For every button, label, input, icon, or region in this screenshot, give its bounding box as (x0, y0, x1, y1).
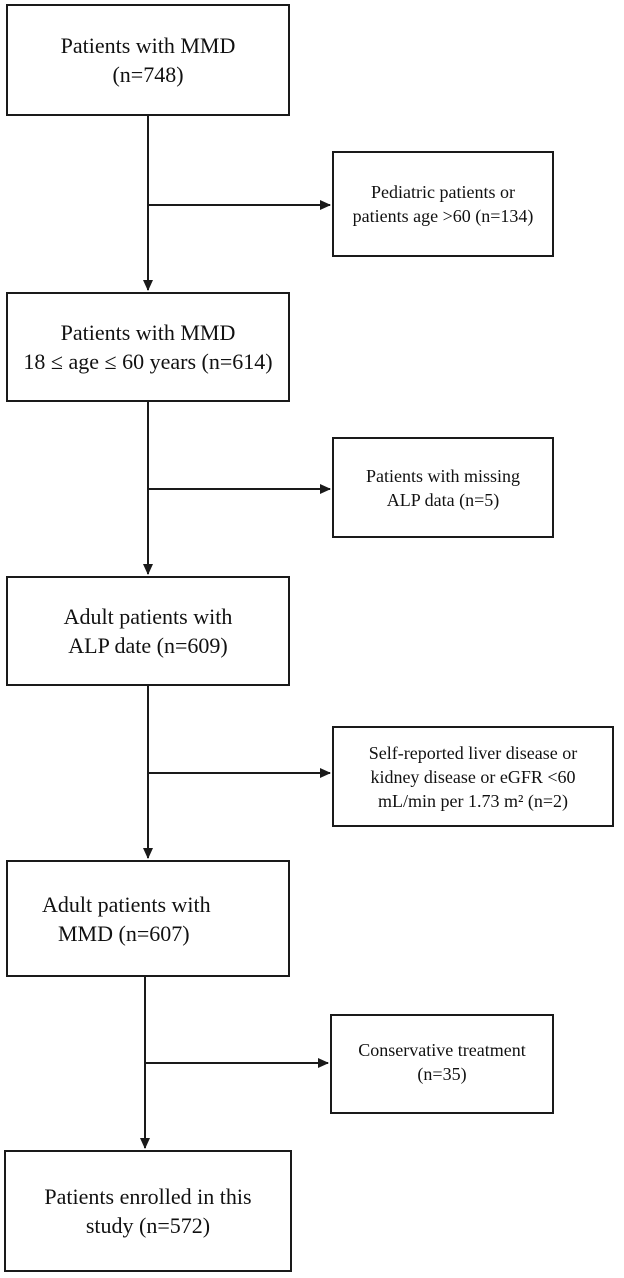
box-text-line: Patients with MMD (60, 320, 236, 345)
box-text-line: ALP data (n=5) (386, 489, 500, 510)
box-text-line: study (n=572) (85, 1213, 211, 1238)
box-text-line: 18 ≤ age ≤ 60 years (n=614) (23, 349, 273, 374)
exclusion-box-age: Pediatric patients or patients age >60 (… (332, 151, 554, 257)
main-box-age-filtered: Patients with MMD 18 ≤ age ≤ 60 years (n… (6, 292, 290, 402)
main-box-alp-data: Adult patients with ALP date (n=609) (6, 576, 290, 686)
exclusion-box-missing-alp: Patients with missing ALP data (n=5) (332, 437, 554, 538)
box-text-line: Pediatric patients or (371, 182, 515, 202)
box-text-line: (n=748) (112, 62, 184, 87)
box-text-line: kidney disease or eGFR <60 (370, 766, 576, 787)
exclusion-box-conservative: Conservative treatment (n=35) (330, 1014, 554, 1114)
exclusion-box-liver-kidney: Self-reported liver disease or kidney di… (332, 726, 614, 827)
box-text-line: mL/min per 1.73 m² (n=2) (377, 790, 569, 811)
box-text-line: Self-reported liver disease or (368, 742, 578, 763)
box-text-line: (n=35) (417, 1064, 467, 1084)
box-text-line: Conservative treatment (358, 1040, 526, 1060)
box-text-line: Adult patients with (63, 604, 233, 629)
main-box-enrolled: Patients enrolled in this study (n=572) (4, 1150, 292, 1272)
box-text-line: ALP date (n=609) (68, 633, 228, 658)
box-text-line: MMD (n=607) (58, 920, 190, 946)
box-text-line: Patients with missing (365, 465, 520, 486)
box-text-line: Adult patients with (42, 891, 211, 917)
box-text-line: Patients with MMD (60, 33, 236, 58)
main-box-initial: Patients with MMD (n=748) (6, 4, 290, 116)
box-text-line: Patients enrolled in this (44, 1184, 252, 1209)
main-box-adult-mmd: Adult patients with MMD (n=607) (6, 860, 290, 977)
box-text-line: patients age >60 (n=134) (352, 206, 534, 226)
